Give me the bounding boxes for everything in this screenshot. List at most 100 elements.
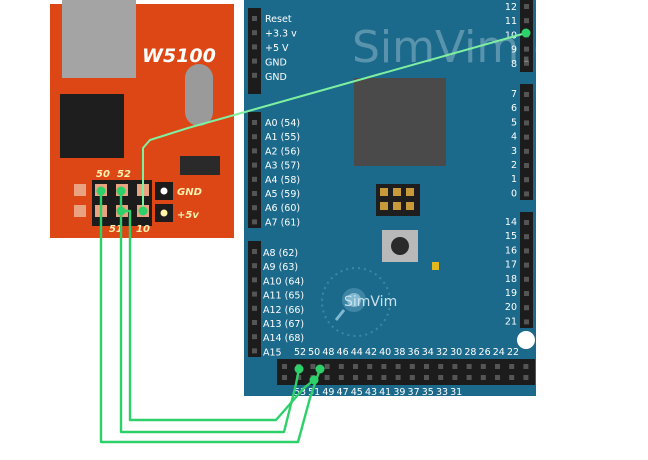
analog-header-1 (248, 112, 261, 228)
header-hole (424, 364, 429, 369)
header-hole (282, 375, 287, 380)
header-hole (252, 348, 257, 354)
crystal-oscillator (185, 64, 213, 126)
header-hole (509, 364, 515, 369)
wire-end-d10 (521, 28, 531, 38)
header-hole (409, 364, 415, 369)
wire-pin10 (142, 32, 527, 211)
side-header-holes (252, 4, 529, 354)
header-hole (524, 120, 529, 126)
analog-label: A8 (62) (263, 248, 298, 259)
digital-label: 9 (511, 45, 517, 56)
header-label-even: 30 (450, 347, 462, 358)
mounting-hole (517, 331, 535, 349)
analog-labels-2: A8 (62)A9 (63)A10 (64)A11 (65)A12 (66)A1… (263, 248, 304, 358)
header-hole (524, 60, 529, 66)
analog-header-2 (248, 241, 261, 357)
header-hole (524, 92, 529, 97)
analog-label: A3 (57) (265, 161, 300, 172)
header-hole (252, 162, 257, 168)
wire-pin51 (121, 209, 315, 422)
header-hole (252, 320, 257, 325)
header-hole (524, 248, 529, 254)
digital-header-mid (520, 84, 533, 200)
digital-label: 3 (511, 146, 517, 157)
header-hole (524, 177, 529, 183)
header-hole (252, 263, 257, 269)
header-hole (252, 134, 257, 140)
module-pin-pad (74, 205, 86, 217)
header-label-odd: 49 (322, 387, 334, 398)
header-hole (252, 334, 257, 340)
header-hole (424, 375, 429, 380)
digital-label: 10 (505, 30, 517, 41)
header-hole (524, 262, 529, 268)
analog-label: A1 (55) (265, 132, 300, 143)
header-hole (480, 375, 486, 380)
header-label-even: 40 (379, 347, 391, 358)
gnd-label: GND (177, 187, 202, 198)
header-hole (252, 305, 257, 311)
analog-label: A0 (54) (265, 118, 300, 129)
header-label-even: 36 (408, 347, 420, 358)
header-hole (524, 305, 529, 311)
analog-label: A2 (56) (265, 146, 300, 157)
digital-label: 7 (511, 89, 517, 100)
header-hole (252, 148, 257, 154)
analog-label: A4 (58) (265, 175, 300, 186)
header-label-even: 32 (436, 347, 448, 358)
header-hole (252, 120, 257, 125)
power-label: GND (265, 72, 287, 83)
header-hole (252, 291, 257, 297)
header-label-odd: 45 (351, 387, 363, 398)
analog-label: A14 (68) (263, 333, 304, 344)
wire-end-10 (138, 206, 148, 216)
power-label: Reset (265, 14, 292, 25)
header-hole (310, 364, 316, 369)
wire-end-h51 (309, 375, 319, 385)
analog-label: A6 (60) (265, 203, 300, 214)
digital-label: 0 (511, 188, 517, 199)
header-hole (524, 291, 529, 296)
header-hole (252, 191, 257, 196)
header-hole (252, 277, 257, 283)
header-hole (495, 364, 500, 369)
digital-label: 8 (511, 59, 517, 70)
header-hole (523, 364, 529, 369)
power-label: +5 V (265, 43, 289, 54)
analog-label: A9 (63) (263, 262, 298, 273)
analog-label: A12 (66) (263, 305, 304, 316)
header-hole (524, 134, 529, 140)
header-hole (353, 364, 358, 369)
reset-button-cap[interactable] (391, 237, 409, 255)
wire-end-52 (116, 186, 126, 196)
wire-end-51 (116, 206, 126, 216)
w5100-chip (60, 94, 124, 158)
header-hole (252, 58, 257, 64)
digital-label: 6 (511, 103, 517, 114)
header-hole (452, 375, 458, 380)
icsp-pin (406, 188, 414, 196)
header-label-odd: 47 (337, 387, 349, 398)
header-label-even: 28 (464, 347, 476, 358)
power-header (248, 8, 261, 94)
header-hole (252, 30, 257, 36)
header-hole (466, 364, 472, 369)
digital-label: 5 (511, 117, 517, 128)
header-hole (252, 219, 257, 225)
header-hole (367, 375, 373, 380)
status-led (432, 262, 439, 270)
wire-end-h52 (294, 364, 304, 374)
header-hole (353, 375, 358, 380)
header-hole (252, 176, 257, 182)
pin-label-51: 51 (109, 224, 123, 235)
analog-label: A7 (61) (265, 217, 300, 228)
header-label-even: 24 (493, 347, 505, 358)
header-hole (252, 44, 257, 50)
analog-labels: A0 (54)A1 (55)A2 (56)A3 (57)A4 (58)A5 (5… (265, 118, 300, 228)
module-pin-pad (74, 184, 86, 196)
analog-label: A13 (67) (263, 319, 304, 330)
regulator-chip (180, 156, 220, 175)
